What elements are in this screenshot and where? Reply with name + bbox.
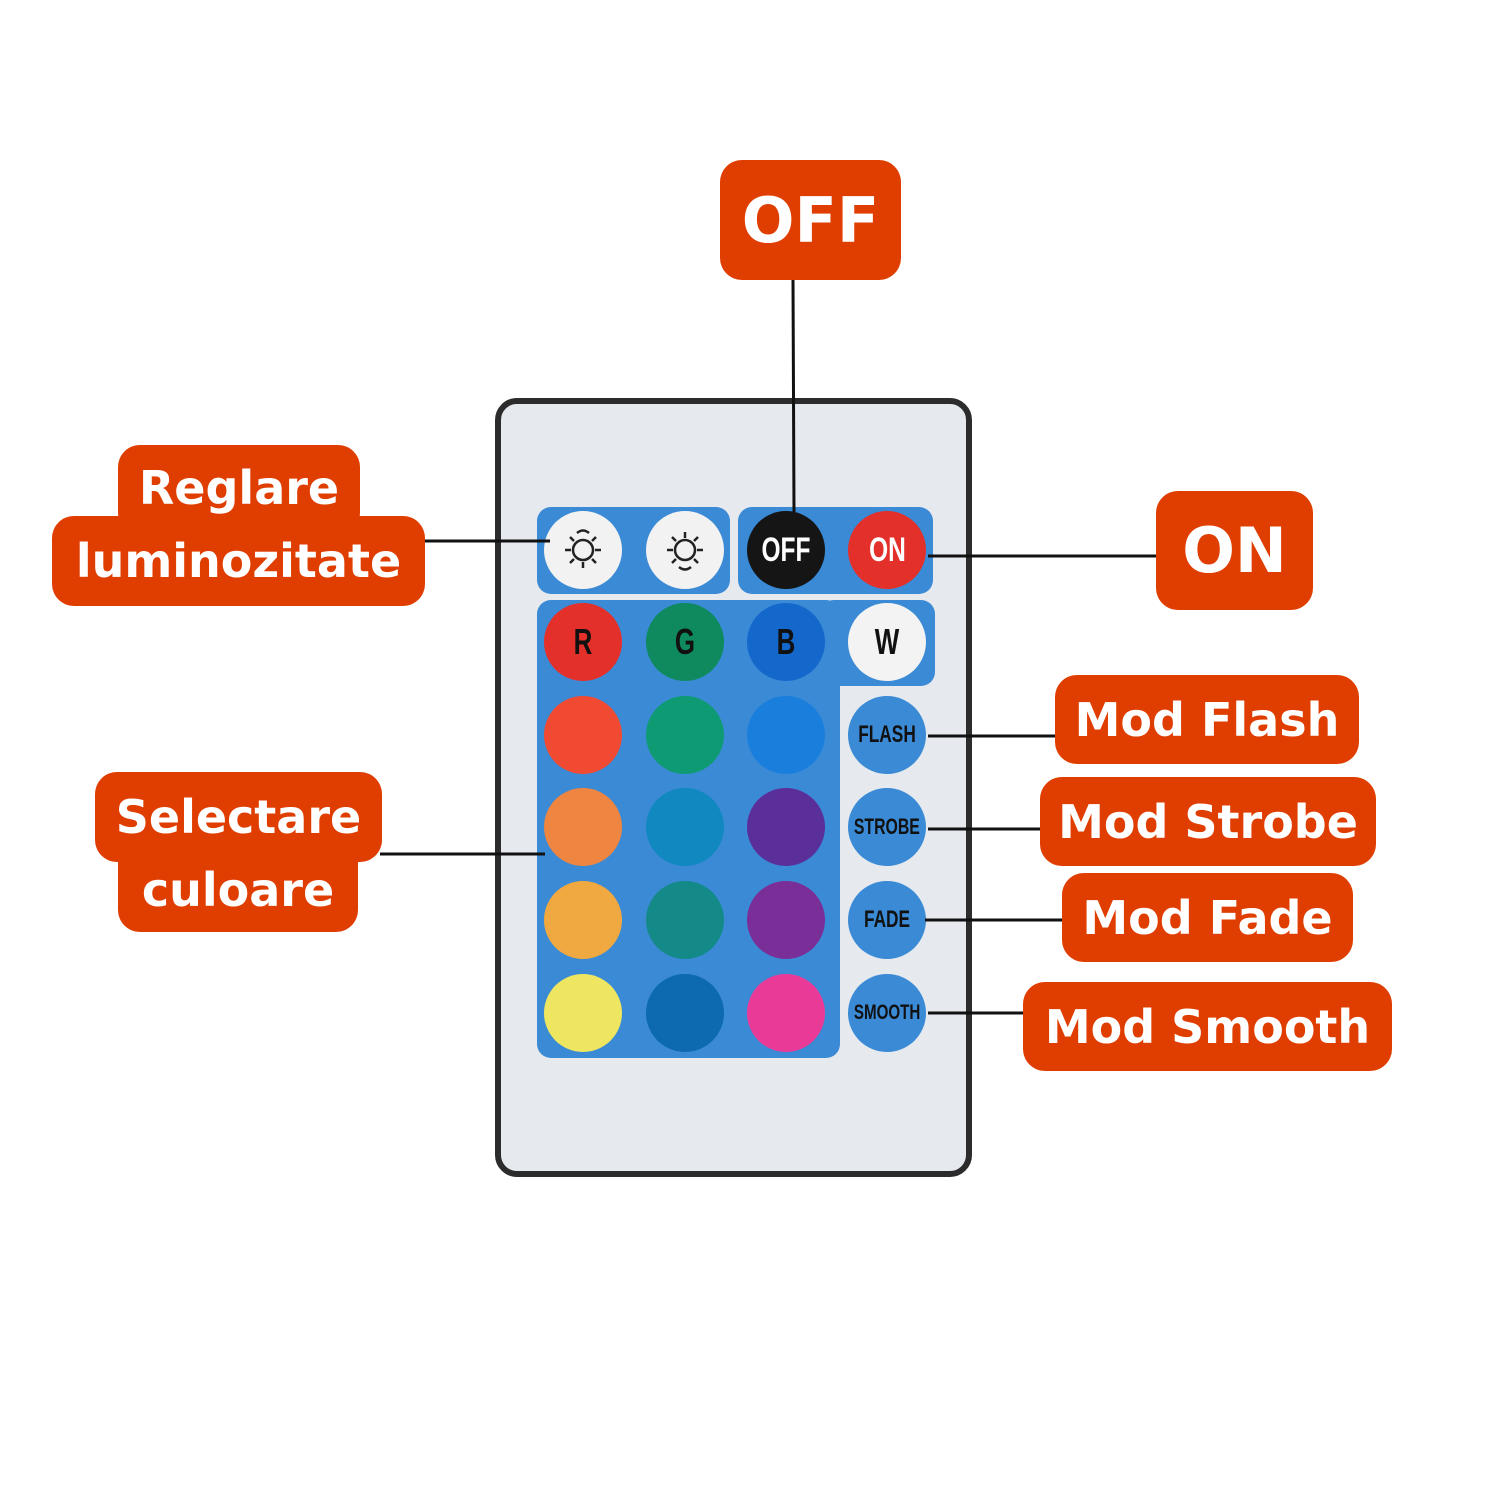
smooth-callout: Mod Smooth <box>1023 982 1392 1071</box>
strobe-button[interactable]: STROBE <box>848 788 926 866</box>
fade-callout: Mod Fade <box>1062 873 1353 962</box>
on-callout: ON <box>1156 491 1313 610</box>
brightness-down-button[interactable] <box>544 511 622 589</box>
off-callout: OFF <box>720 160 901 280</box>
flash-button[interactable]: FLASH <box>848 696 926 774</box>
color-button[interactable] <box>544 974 622 1052</box>
on-button[interactable]: ON <box>848 511 926 589</box>
color-button[interactable] <box>646 696 724 774</box>
on-button-label: ON <box>868 530 906 569</box>
color-callout-top: Selectare <box>95 772 382 862</box>
brightness-up-button[interactable] <box>646 511 724 589</box>
color-button[interactable] <box>646 881 724 959</box>
strobe-label: STROBE <box>853 814 921 839</box>
off-button-label: OFF <box>761 530 811 569</box>
brightness-callout-bottom: luminozitate <box>52 516 425 606</box>
color-button[interactable] <box>544 881 622 959</box>
color-button[interactable] <box>544 696 622 774</box>
red-button[interactable]: R <box>544 603 622 681</box>
green-label: G <box>674 621 696 662</box>
color-button[interactable] <box>646 974 724 1052</box>
white-button[interactable]: W <box>848 603 926 681</box>
white-label: W <box>874 621 900 662</box>
red-label: R <box>573 621 593 662</box>
smooth-label: SMOOTH <box>853 1001 921 1024</box>
color-button[interactable] <box>646 788 724 866</box>
color-button[interactable] <box>747 788 825 866</box>
color-button[interactable] <box>747 696 825 774</box>
blue-label: B <box>776 621 796 662</box>
color-button[interactable] <box>747 974 825 1052</box>
green-button[interactable]: G <box>646 603 724 681</box>
blue-button[interactable]: B <box>747 603 825 681</box>
smooth-button[interactable]: SMOOTH <box>848 974 926 1052</box>
fade-label: FADE <box>863 906 911 933</box>
color-button[interactable] <box>747 881 825 959</box>
fade-button[interactable]: FADE <box>848 881 926 959</box>
sun-dim-icon <box>565 529 601 568</box>
off-leader <box>791 279 796 513</box>
color-button[interactable] <box>544 788 622 866</box>
strobe-callout: Mod Strobe <box>1040 777 1376 866</box>
off-button[interactable]: OFF <box>747 511 825 589</box>
flash-callout: Mod Flash <box>1055 675 1359 764</box>
sun-bright-icon <box>667 532 703 571</box>
flash-label: FLASH <box>858 721 916 748</box>
